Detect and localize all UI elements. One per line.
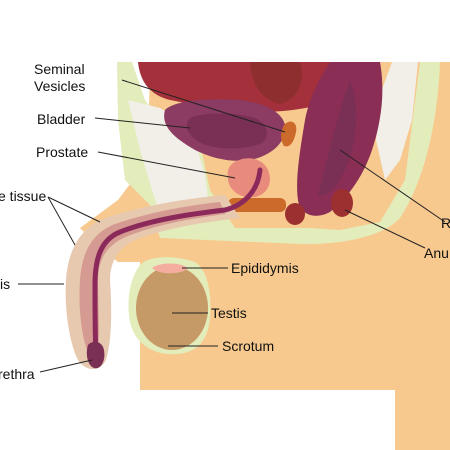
pelvic-floor-muscle bbox=[285, 203, 305, 225]
label-testis: Testis bbox=[211, 305, 247, 321]
leader-erectile-tissue-a bbox=[47, 196, 101, 223]
label-urethra: rethra bbox=[0, 366, 35, 382]
label-epididymis: Epididymis bbox=[231, 260, 299, 276]
leader-bladder bbox=[94, 117, 191, 129]
label-seminal: Seminal bbox=[34, 61, 85, 77]
label-scrotum: Scrotum bbox=[222, 338, 274, 354]
corpora-cavernosa bbox=[79, 202, 226, 357]
leader-prostate bbox=[97, 151, 236, 179]
glans bbox=[86, 341, 105, 369]
leader-anus bbox=[344, 209, 426, 249]
sacrum-bone bbox=[376, 62, 418, 180]
label-bladder: Bladder bbox=[37, 111, 86, 127]
urethra-tube bbox=[92, 167, 263, 358]
intestine-fold bbox=[250, 62, 302, 104]
bladder-inner bbox=[186, 113, 267, 149]
label-erectile-tissue: e tissue bbox=[0, 188, 46, 204]
leader-seminal-vesicles bbox=[121, 79, 286, 133]
epididymis bbox=[152, 263, 188, 274]
label-anus: Anu bbox=[424, 245, 449, 261]
label-penis: is bbox=[0, 276, 10, 292]
leader-rectum bbox=[339, 149, 446, 223]
label-prostate: Prostate bbox=[36, 144, 88, 160]
rectum-fold bbox=[318, 80, 357, 196]
leader-erectile-tissue-b bbox=[47, 196, 76, 246]
testis bbox=[136, 266, 208, 350]
label-vesicles: Vesicles bbox=[34, 78, 85, 94]
label-rectum: R bbox=[441, 215, 450, 231]
anal-sphincter bbox=[331, 189, 353, 217]
seminal-vesicle bbox=[281, 121, 297, 147]
leader-urethra bbox=[39, 359, 93, 373]
